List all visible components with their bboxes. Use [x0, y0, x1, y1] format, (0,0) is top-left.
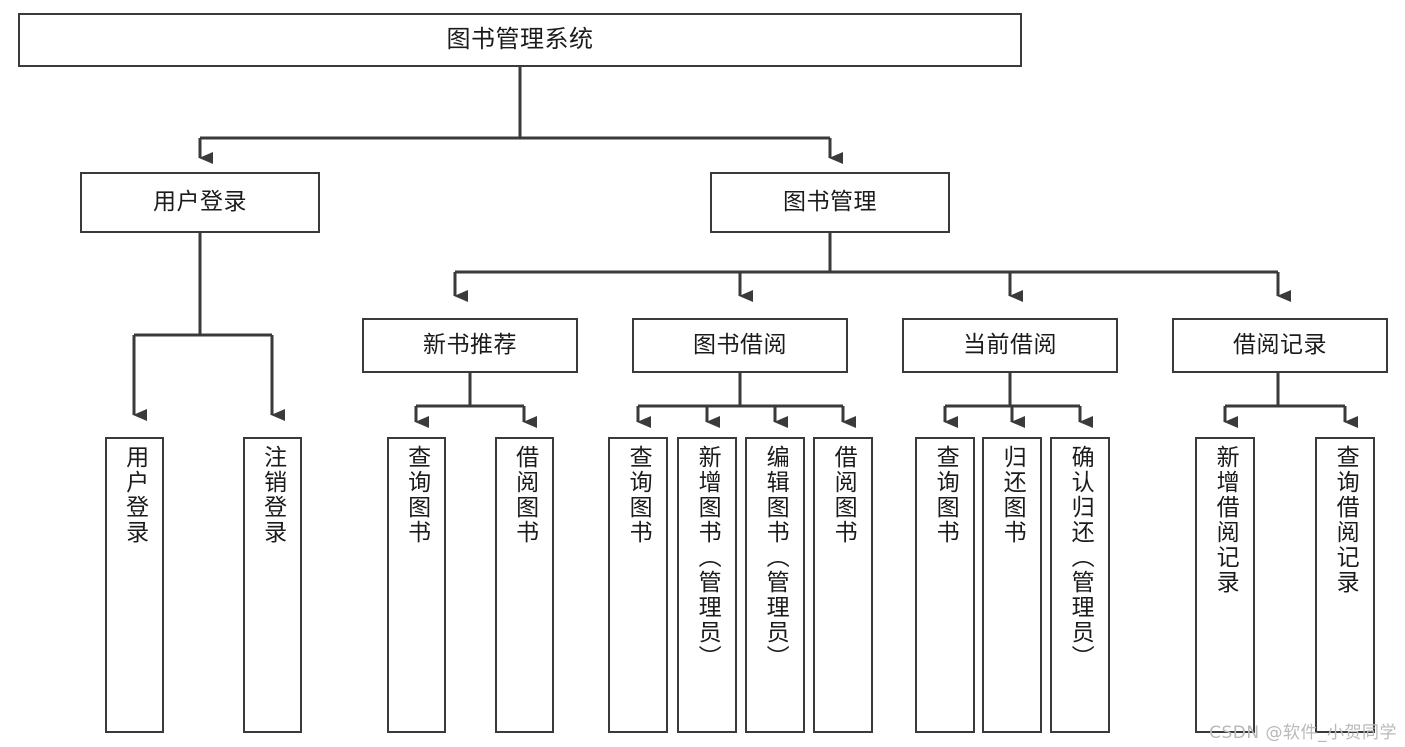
- node-label: 用户登录: [153, 189, 247, 216]
- node-current-borrow[interactable]: 当前借阅: [902, 318, 1118, 373]
- node-leaf-borrow-book-2[interactable]: 借阅图书: [813, 437, 873, 733]
- node-borrow-record[interactable]: 借阅记录: [1172, 318, 1388, 373]
- node-label: 新书推荐: [423, 332, 517, 359]
- node-leaf-user-login[interactable]: 用户登录: [105, 437, 164, 733]
- node-book-management-system[interactable]: 图书管理系统: [18, 13, 1022, 67]
- node-label: 图书管理: [783, 189, 877, 216]
- node-label: 确认归还（管理员）: [1067, 445, 1094, 670]
- node-label: 图书借阅: [693, 332, 787, 359]
- node-leaf-add-book-admin[interactable]: 新增图书（管理员）: [677, 437, 737, 733]
- node-leaf-logout-login[interactable]: 注销登录: [243, 437, 302, 733]
- node-book-borrow[interactable]: 图书借阅: [632, 318, 848, 373]
- node-label: 用户登录: [121, 445, 148, 545]
- node-label: 借阅图书: [830, 445, 857, 545]
- node-label: 图书管理系统: [446, 25, 594, 54]
- node-label: 注销登录: [259, 445, 286, 545]
- node-label: 查询借阅记录: [1332, 445, 1359, 595]
- node-label: 新增借阅记录: [1212, 445, 1239, 595]
- node-leaf-query-book-2[interactable]: 查询图书: [608, 437, 668, 733]
- node-label: 当前借阅: [963, 332, 1057, 359]
- node-leaf-confirm-return-admin[interactable]: 确认归还（管理员）: [1050, 437, 1110, 733]
- node-label: 归还图书: [999, 445, 1026, 545]
- node-label: 查询图书: [403, 445, 430, 545]
- node-leaf-add-borrow-record[interactable]: 新增借阅记录: [1195, 437, 1255, 733]
- node-label: 查询图书: [625, 445, 652, 545]
- node-user-login[interactable]: 用户登录: [80, 172, 320, 233]
- node-label: 借阅图书: [511, 445, 538, 545]
- node-label: 查询图书: [932, 445, 959, 545]
- node-label: 新增图书（管理员）: [694, 445, 721, 670]
- node-label: 编辑图书（管理员）: [762, 445, 789, 670]
- node-leaf-query-book-1[interactable]: 查询图书: [387, 437, 446, 733]
- node-leaf-query-borrow-record[interactable]: 查询借阅记录: [1315, 437, 1375, 733]
- node-new-book-recommend[interactable]: 新书推荐: [362, 318, 578, 373]
- node-leaf-edit-book-admin[interactable]: 编辑图书（管理员）: [745, 437, 805, 733]
- node-label: 借阅记录: [1233, 332, 1327, 359]
- node-leaf-borrow-book-1[interactable]: 借阅图书: [495, 437, 554, 733]
- node-leaf-return-book[interactable]: 归还图书: [982, 437, 1042, 733]
- csdn-watermark: CSDN @软件_小贺同学: [1209, 723, 1397, 743]
- node-book-management[interactable]: 图书管理: [710, 172, 950, 233]
- node-leaf-query-book-3[interactable]: 查询图书: [915, 437, 975, 733]
